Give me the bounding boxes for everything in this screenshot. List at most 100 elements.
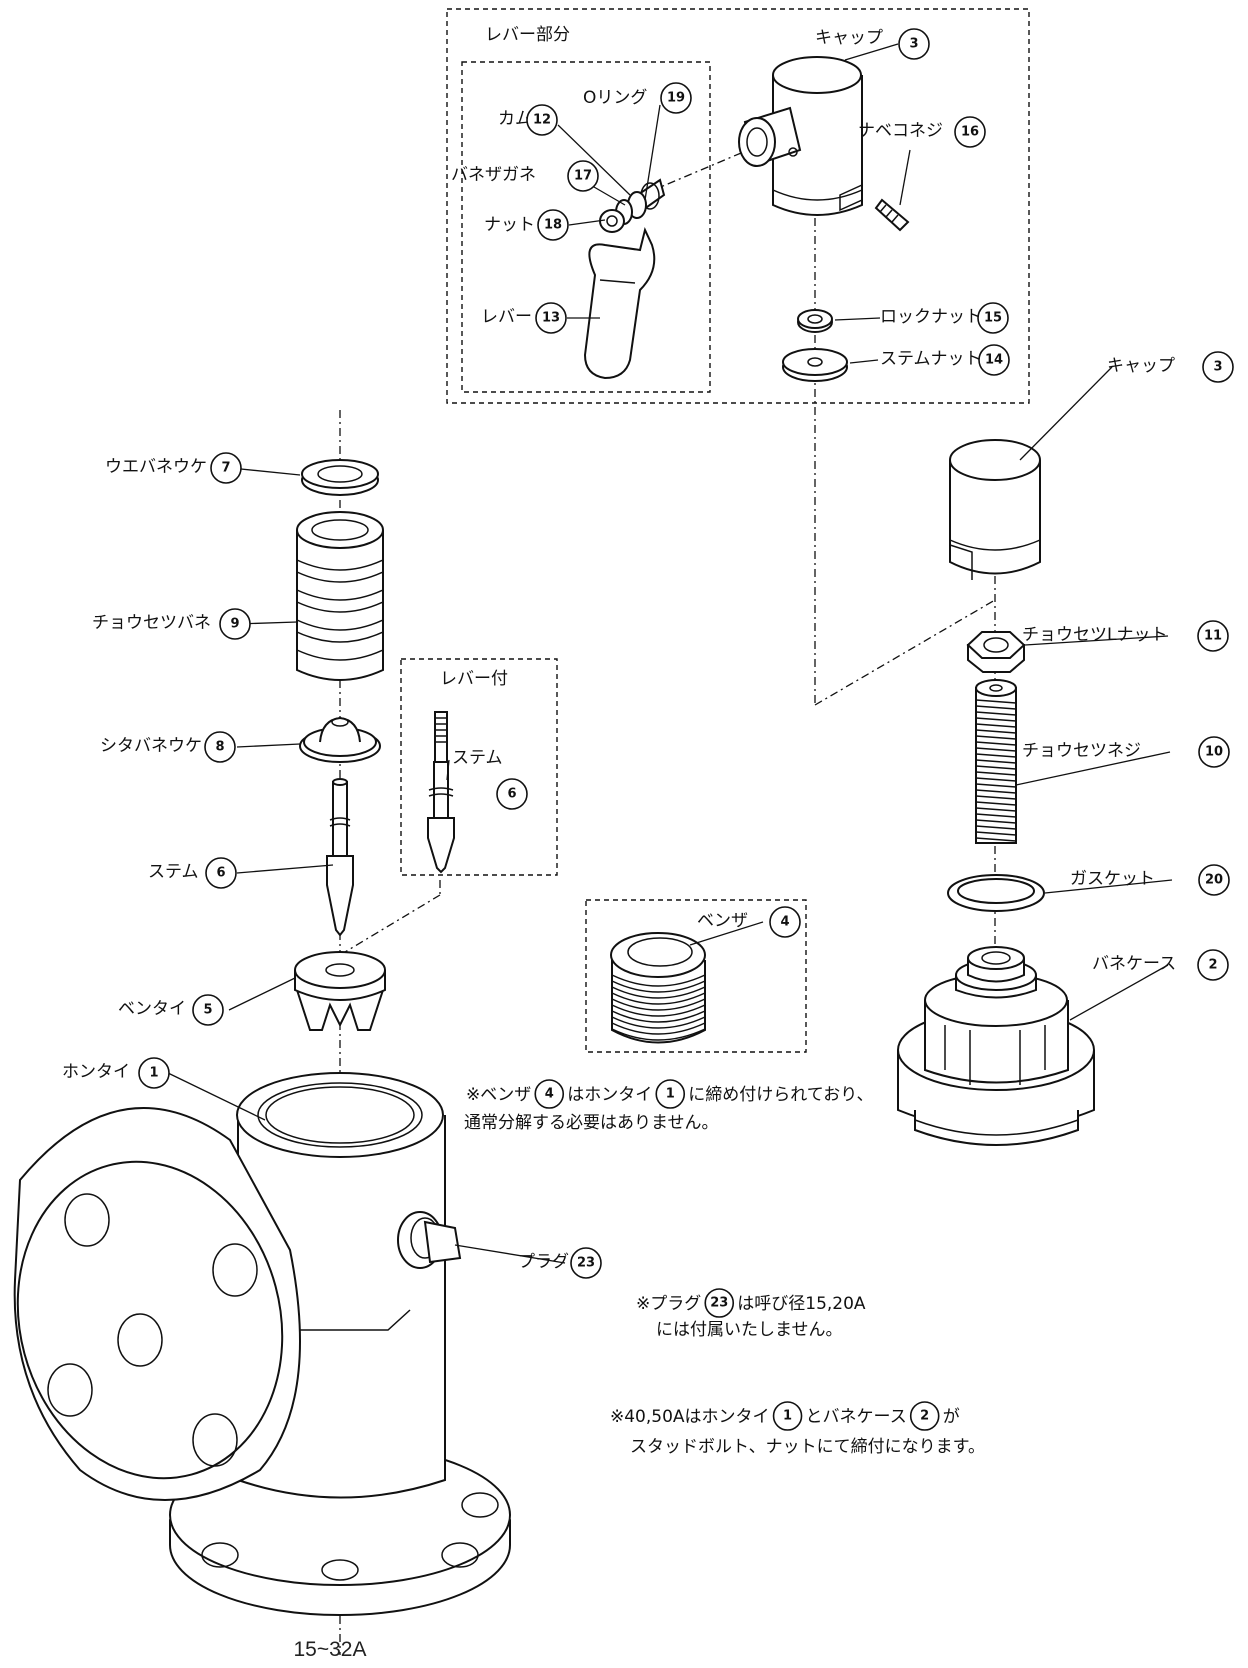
pan-screw-number: 16 [961,125,979,140]
body-number-circle [138,1057,170,1089]
note-number: 1 [666,1087,675,1102]
gasket-callout: ガスケット 20 [1070,864,1230,896]
lower-spring-seat-drawing [299,716,381,763]
adjusting-spring-number-circle [219,608,251,640]
stem-lever-label: ステム [452,748,503,768]
pan-screw-number-circle [954,116,986,148]
note-number-circle [909,1401,940,1431]
upper-spring-seat-number: 7 [221,461,230,476]
adjusting-spring-number: 9 [230,617,239,632]
valve-seat-box [585,899,807,1053]
size-caption: 15~32A [294,1638,367,1661]
stem-lever-number: 6 [507,787,516,802]
adjusting-screw-callout: チョウセツネジ 10 [1022,736,1230,768]
stem-label: ステム [148,862,199,882]
note-text: とバネケース [806,1407,907,1427]
stem-link-b [339,894,441,956]
stem-nut-number-circle [978,344,1010,376]
spring-washer-number-circle [567,160,599,192]
note-text: に締め付けられており、 [688,1085,873,1105]
note-number: 23 [710,1296,728,1311]
o-ring-callout: Oリング 19 [583,82,692,114]
adjusting-screw-label: チョウセツネジ [1022,741,1141,761]
note-line2: には付属いたしません。 [656,1320,843,1340]
plug-number-circle [570,1247,602,1279]
plug-number: 23 [577,1256,595,1271]
lower-spring-seat-number-circle [204,731,236,763]
o-ring-number: 19 [667,91,685,106]
note-line2: スタッドボルト、ナットにて締付になります。 [630,1437,985,1457]
plug-label: プラグ [518,1252,569,1272]
upper-spring-seat-number-circle [210,452,242,484]
nut-label: ナット [484,215,535,235]
cam-label: カム [498,109,532,129]
o-ring-label: Oリング [583,88,647,108]
cap-top-label: キャップ [815,28,883,48]
plug-callout: プラグ 23 [518,1247,602,1279]
leader-lines [167,43,1173,1264]
cam-number: 12 [533,113,551,128]
cap-number-circle [1202,351,1234,383]
adjusting-screw-drawing [975,679,1017,844]
adjusting-spring-callout: チョウセツバネ 9 [92,608,251,640]
adjusting-spring-label: チョウセツバネ [92,613,211,633]
valve-disc-number: 5 [203,1003,212,1018]
valve-disc-number-circle [192,994,224,1026]
gasket-number-circle [1198,864,1230,896]
spring-washer-number: 17 [574,169,592,184]
note-text: ※ベンザ [466,1085,531,1105]
lock-nut-number-circle [977,302,1009,334]
lock-nut-number: 15 [984,311,1002,326]
upper-spring-seat-label: ウエバネウケ [105,457,207,477]
note-number-circle [655,1079,686,1109]
cap-top-number: 3 [909,37,918,52]
lever-number-circle [535,302,567,334]
nut-number: 18 [544,218,562,233]
lever-label: レバー [481,307,532,327]
cap-label: キャップ [1107,356,1175,376]
spring-case-number: 2 [1208,958,1217,973]
spring-washer-callout: バネザガネ 17 [451,160,599,192]
note-number-circle [534,1079,565,1109]
lever-stem-title: レバー付 [440,669,508,689]
lever-section-box [446,8,1030,404]
adjusting-screw-number: 10 [1205,745,1223,760]
cap-top-drawing [738,56,863,216]
nut-callout: ナット 18 [484,209,569,241]
adjusting-lock-nut-drawing [966,631,1026,673]
note-number-circle [772,1401,803,1431]
gasket-label: ガスケット [1070,869,1155,889]
note-text: ※プラグ [636,1294,701,1314]
adjusting-spring-drawing [296,511,384,681]
stem-number: 6 [216,866,225,881]
gasket-number: 20 [1205,873,1223,888]
note-number-circle [704,1288,735,1318]
lever-section-title: レバー部分 [485,25,570,45]
body-drawing [13,1072,511,1616]
valve-seat-number: 4 [780,915,789,930]
stem-callout: ステム 6 [148,857,237,889]
stem-lever-drawing [427,711,455,874]
lock-nut-drawing [797,309,833,333]
cap-number: 3 [1213,360,1222,375]
spring-washer-label: バネザガネ [451,165,536,185]
cap-top-number-circle [898,28,930,60]
stem-number-circle [205,857,237,889]
cam-assembly-drawing [599,178,666,233]
lower-spring-seat-number: 8 [215,740,224,755]
body-number: 1 [149,1066,158,1081]
upper-spring-seat-drawing [301,459,379,496]
